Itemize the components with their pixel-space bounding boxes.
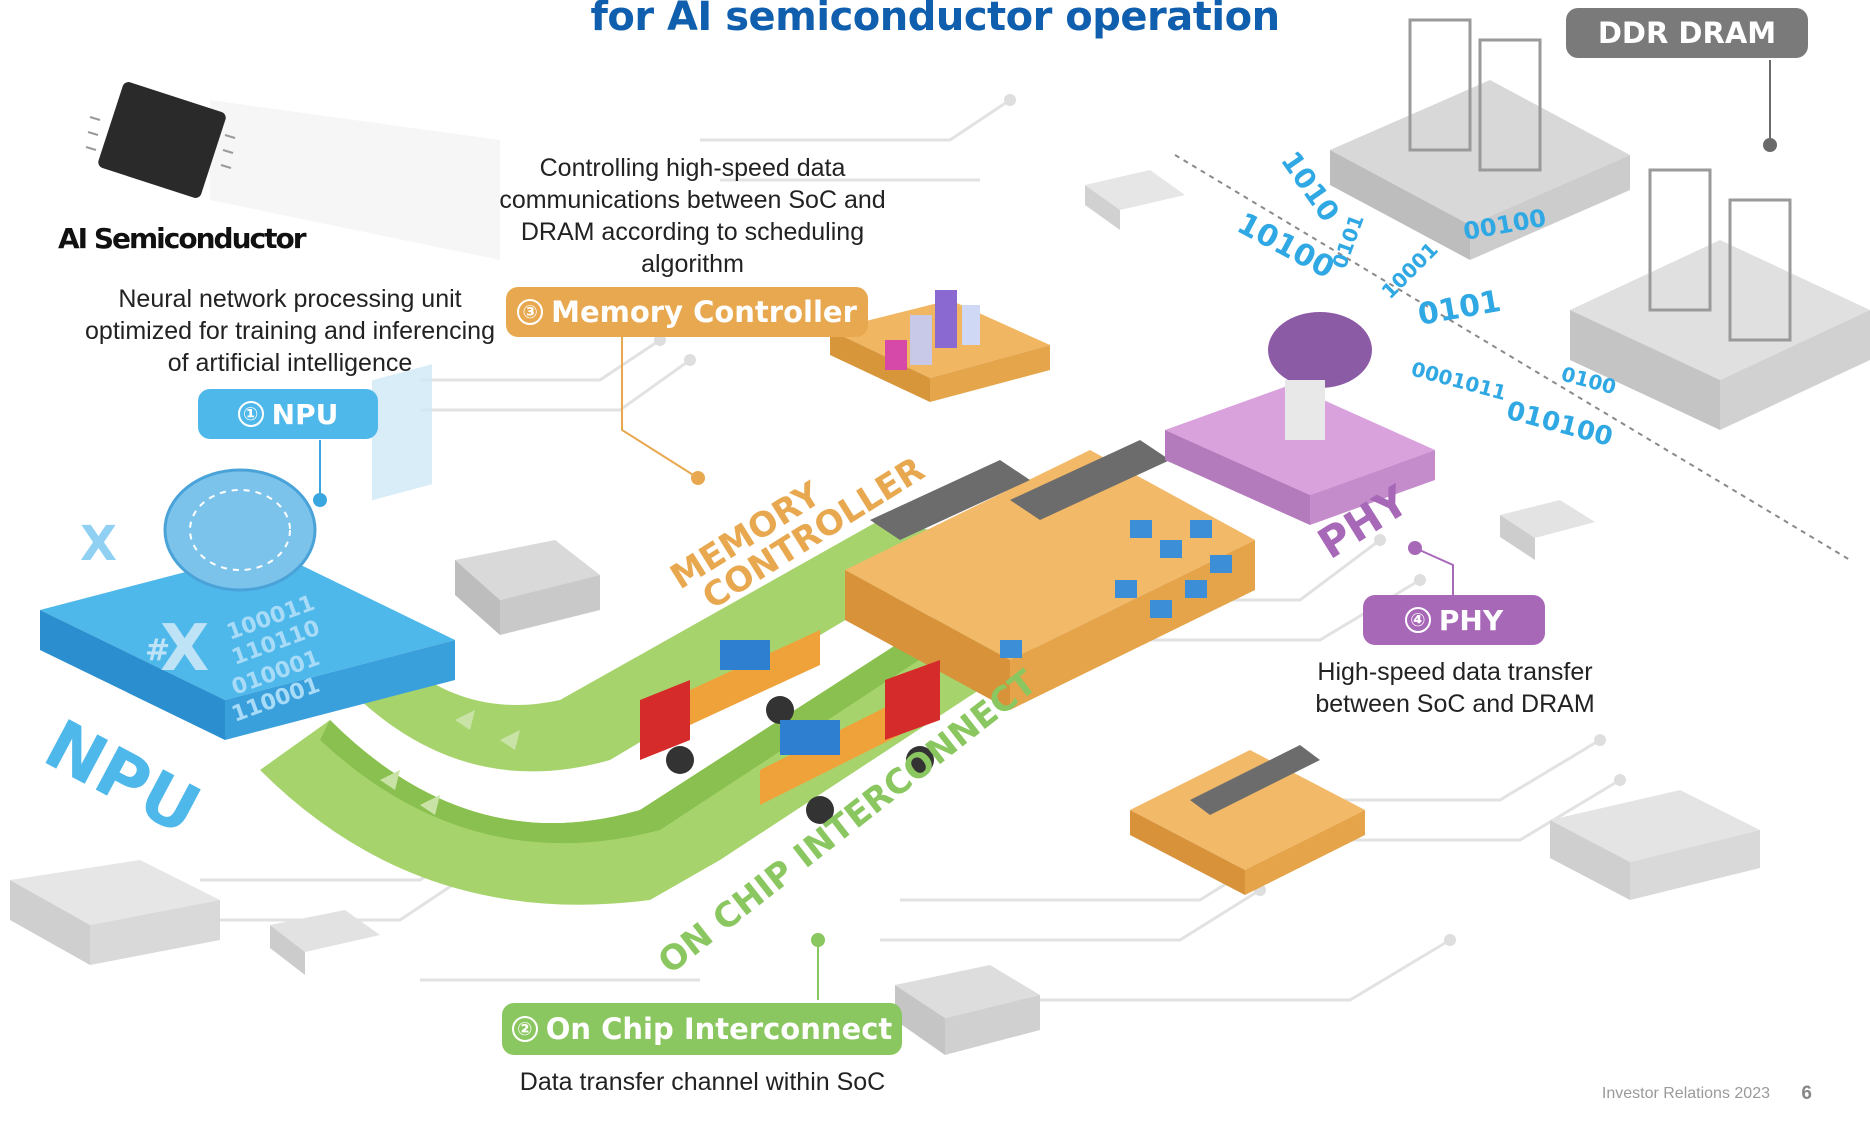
memory-controller-description-line: communications between SoC and [499, 186, 886, 214]
phy-platform [1165, 312, 1435, 525]
memory-controller-badge-number: ③ [517, 299, 544, 325]
npu-platform: X X # [40, 364, 455, 740]
ddr-rack-2 [1570, 168, 1870, 430]
truck-1 [640, 630, 820, 774]
separator-dashed-line [1174, 154, 1851, 561]
memory-controller-description-line: Controlling high-speed data [539, 154, 846, 182]
npu-badge: ① NPU [198, 389, 378, 439]
phy-description-line: High-speed data transfer [1317, 658, 1593, 686]
interconnect-badge: ② On Chip Interconnect [502, 1003, 902, 1055]
memory-controller-factory-platform [845, 440, 1255, 710]
svg-text:X: X [80, 516, 117, 572]
svg-text:0101: 0101 [1327, 211, 1369, 272]
ddr-rack-1 [1330, 18, 1630, 260]
ai-semiconductor-label: AI Semiconductor [58, 222, 307, 255]
npu-iso-label: NPU [32, 705, 212, 851]
ai-chip-image [85, 82, 500, 260]
page-number: 6 [1801, 1083, 1812, 1104]
ddr-dram-badge: DDR DRAM [1566, 8, 1808, 58]
phy-badge-number: ④ [1404, 607, 1431, 633]
npu-badge-number: ① [237, 401, 264, 427]
memory-controller-chart-platform [830, 290, 1050, 402]
phy-badge-label: PHY [1438, 603, 1504, 637]
conveyor-platform [1130, 745, 1365, 895]
interconnect-badge-number: ② [511, 1016, 538, 1042]
memory-controller-description-line: algorithm [641, 250, 744, 278]
truck-2 [760, 660, 940, 824]
svg-text:0001011: 0001011 [1409, 357, 1509, 405]
ai-semiconductor-description-line: Neural network processing unit [118, 285, 462, 313]
memory-controller-description-line: DRAM according to scheduling [520, 218, 865, 246]
svg-text:X: X [160, 612, 209, 686]
phy-description-line: between SoC and DRAM [1315, 690, 1595, 718]
npu-badge-label: NPU [271, 397, 339, 431]
ai-semiconductor-description: Neural network processing unit optimized… [60, 283, 520, 379]
phy-description: High-speed data transfer between SoC and… [1290, 656, 1620, 720]
svg-text:0101: 0101 [1415, 284, 1503, 333]
interconnect-badge-label: On Chip Interconnect [545, 1012, 893, 1046]
connector-lines [313, 60, 1777, 1000]
page-title: for AI semiconductor operation [590, 0, 1280, 40]
ai-semiconductor-description-line: optimized for training and inferencing [85, 317, 495, 345]
svg-text:10001: 10001 [1377, 237, 1443, 303]
interconnect-description: Data transfer channel within SoC [519, 1068, 886, 1096]
svg-text:#: # [145, 633, 170, 668]
svg-text:010100: 010100 [1503, 396, 1616, 453]
footer-text: Investor Relations 2023 [1601, 1085, 1770, 1102]
memory-controller-description: Controlling high-speed data communicatio… [490, 152, 895, 280]
grey-blocks [10, 170, 1760, 1055]
phy-badge: ④ PHY [1363, 595, 1545, 645]
memory-controller-badge-label: Memory Controller [551, 295, 857, 329]
ai-semiconductor-description-line: of artificial intelligence [167, 349, 413, 377]
circuit-traces [180, 98, 1621, 1002]
memory-controller-badge: ③ Memory Controller [506, 287, 868, 337]
ddr-dram-badge-label: DDR DRAM [1597, 16, 1777, 50]
